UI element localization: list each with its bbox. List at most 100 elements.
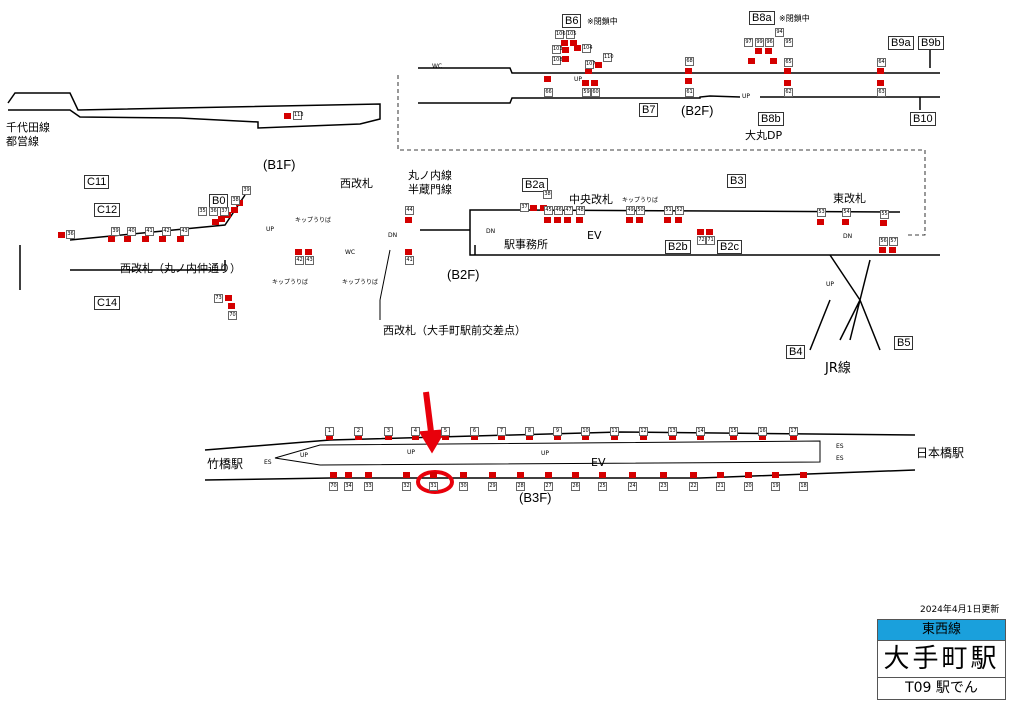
car-position-label: 24 bbox=[628, 482, 637, 491]
car-position-marker bbox=[355, 434, 362, 440]
es-label: ES bbox=[836, 455, 844, 462]
car-position-marker bbox=[690, 472, 697, 478]
car-position-marker bbox=[218, 216, 225, 222]
car-position-marker bbox=[545, 472, 552, 478]
updated-date: 2024年4月1日更新 bbox=[920, 605, 1000, 615]
exit-b2a[interactable]: B2a bbox=[522, 178, 548, 192]
car-position-marker bbox=[405, 249, 412, 255]
car-position-marker bbox=[108, 236, 115, 242]
ticket-central: キップうりば bbox=[622, 197, 659, 204]
exit-b6[interactable]: B6 bbox=[562, 14, 582, 28]
car-position-marker bbox=[611, 434, 618, 440]
car-position-marker bbox=[660, 472, 667, 478]
car-position-marker bbox=[385, 434, 392, 440]
car-position-marker bbox=[124, 236, 131, 242]
up-label: UP bbox=[300, 452, 309, 459]
car-position-marker bbox=[748, 58, 755, 64]
car-position-label: 61 bbox=[685, 88, 694, 97]
exit-b0[interactable]: B0 bbox=[209, 194, 229, 208]
exit-b2b[interactable]: B2b bbox=[665, 240, 691, 254]
exit-c14[interactable]: C14 bbox=[94, 296, 121, 310]
es-label: ES bbox=[836, 443, 844, 450]
car-position-label: 43 bbox=[180, 227, 189, 236]
car-position-marker bbox=[489, 472, 496, 478]
car-position-label: 71 bbox=[706, 236, 715, 245]
car-position-marker bbox=[636, 217, 643, 223]
car-position-marker bbox=[877, 80, 884, 86]
car-position-marker bbox=[626, 217, 633, 223]
car-position-marker bbox=[405, 217, 412, 223]
car-position-marker bbox=[717, 472, 724, 478]
car-position-label: 37 bbox=[220, 207, 229, 216]
exit-b9b[interactable]: B9b bbox=[918, 36, 944, 50]
car-position-label: 36 bbox=[66, 230, 75, 239]
car-position-label: 104 bbox=[582, 44, 593, 53]
car-position-label: 18 bbox=[799, 482, 808, 491]
car-position-marker bbox=[675, 217, 682, 223]
car-position-label: 16 bbox=[758, 427, 767, 436]
exit-b7[interactable]: B7 bbox=[639, 103, 659, 117]
car-position-label: 6 bbox=[470, 427, 479, 436]
car-position-label: 3 bbox=[384, 427, 393, 436]
car-position-label: 35 bbox=[198, 207, 207, 216]
exit-c11[interactable]: C11 bbox=[84, 175, 110, 189]
exit-b8a[interactable]: B8a bbox=[749, 11, 775, 25]
ticket-west: キップうりば bbox=[295, 217, 332, 224]
gate-west-marunouchi: 西改札（丸ノ内仲通り） bbox=[120, 262, 241, 275]
b1f-outline bbox=[7, 92, 381, 129]
highlight-arrow-head bbox=[418, 429, 447, 454]
car-position-marker bbox=[697, 434, 704, 440]
car-position-marker bbox=[544, 217, 551, 223]
car-position-label: 7 bbox=[497, 427, 506, 436]
exit-b5[interactable]: B5 bbox=[894, 336, 914, 350]
car-position-marker bbox=[554, 217, 561, 223]
station-office: 駅事務所 bbox=[504, 238, 548, 251]
car-position-label: 12 bbox=[639, 427, 648, 436]
gate-west-crossing: 西改札（大手町駅前交差点） bbox=[383, 324, 526, 337]
exit-b2c[interactable]: B2c bbox=[717, 240, 742, 254]
car-position-marker bbox=[412, 434, 419, 440]
car-position-label: 103 bbox=[552, 45, 563, 54]
car-position-label: 73 bbox=[214, 294, 223, 303]
car-position-marker bbox=[585, 68, 592, 74]
car-position-label: 48 bbox=[576, 206, 585, 215]
car-position-marker bbox=[880, 220, 887, 226]
car-position-label: 65 bbox=[784, 58, 793, 67]
exit-b8b[interactable]: B8b bbox=[758, 112, 784, 126]
car-position-label: 70 bbox=[329, 482, 338, 491]
car-position-label: 62 bbox=[784, 88, 793, 97]
car-position-marker bbox=[212, 219, 219, 225]
car-position-marker bbox=[640, 434, 647, 440]
floor-label-b1f: (B1F) bbox=[263, 157, 296, 172]
exit-c12[interactable]: C12 bbox=[94, 203, 121, 217]
car-position-label: 21 bbox=[716, 482, 725, 491]
car-position-label: 107 bbox=[585, 60, 596, 69]
car-position-label: 99 bbox=[755, 38, 764, 47]
car-position-label: 63 bbox=[877, 88, 886, 97]
car-position-label: 113 bbox=[293, 111, 304, 120]
station-card: 東西線 大手町駅 T09 駅でん bbox=[877, 619, 1006, 700]
jr-passage bbox=[809, 254, 881, 351]
line-chiyoda: 千代田線 bbox=[6, 121, 50, 134]
b6-closed-note: ※閉鎖中 bbox=[587, 17, 618, 26]
car-position-label: 51 bbox=[664, 206, 673, 215]
es-label: ES bbox=[264, 459, 272, 466]
exit-b10[interactable]: B10 bbox=[910, 112, 936, 126]
car-position-label: 68 bbox=[685, 57, 694, 66]
station-nihombashi: 日本橋駅 bbox=[916, 446, 965, 460]
exit-b3[interactable]: B3 bbox=[727, 174, 747, 188]
car-position-label: 17 bbox=[789, 427, 798, 436]
car-position-label: 32 bbox=[402, 482, 411, 491]
car-position-label: 43 bbox=[305, 256, 314, 265]
car-position-marker bbox=[772, 472, 779, 478]
station-code: T09 駅でん bbox=[905, 680, 978, 696]
b2f-main-outline bbox=[19, 194, 940, 290]
car-position-label: 95 bbox=[784, 38, 793, 47]
car-position-marker bbox=[706, 229, 713, 235]
floor-label-b2f-west: (B2F) bbox=[447, 267, 480, 282]
car-position-marker bbox=[561, 40, 568, 46]
car-position-marker bbox=[530, 205, 537, 211]
exit-b4[interactable]: B4 bbox=[786, 345, 806, 359]
exit-b9a[interactable]: B9a bbox=[888, 36, 914, 50]
